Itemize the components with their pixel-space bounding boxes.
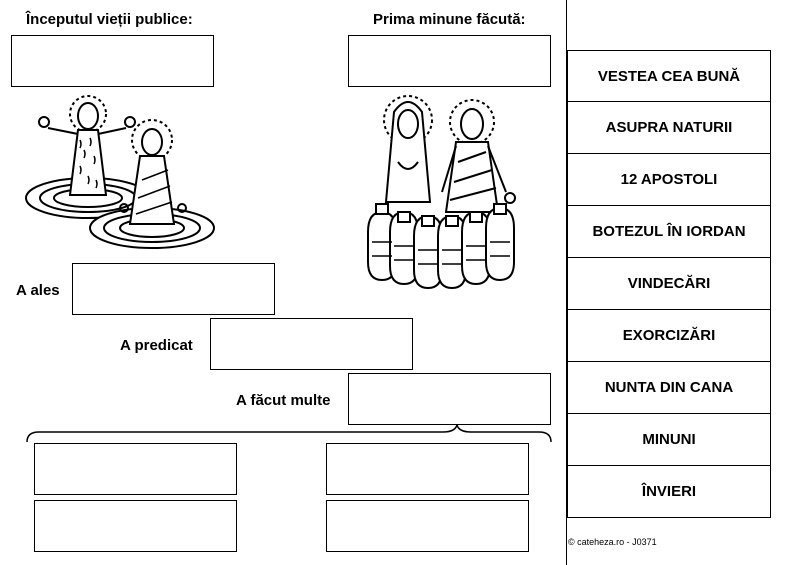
card-8[interactable]: MINUNI	[567, 414, 771, 466]
wedding-at-cana-illustration	[367, 95, 516, 290]
card-4[interactable]: BOTEZUL ÎN IORDAN	[567, 206, 771, 258]
chose-answer-box[interactable]	[72, 263, 275, 315]
card-7[interactable]: NUNTA DIN CANA	[567, 362, 771, 414]
card-6[interactable]: EXORCIZĂRI	[567, 310, 771, 362]
card-2[interactable]: ASUPRA NATURII	[567, 102, 771, 154]
answer-cards: VESTEA CEA BUNĂ ASUPRA NATURII 12 APOSTO…	[567, 50, 771, 518]
did-many-answer-box[interactable]	[348, 373, 551, 425]
preached-answer-box[interactable]	[210, 318, 413, 370]
first-miracle-answer-box[interactable]	[348, 35, 551, 87]
cut-line	[566, 0, 567, 565]
baptism-illustration	[25, 95, 215, 249]
miracle-type-box-4[interactable]	[326, 500, 529, 552]
miracle-type-box-1[interactable]	[34, 443, 237, 495]
chose-label: A ales	[16, 282, 60, 299]
preached-label: A predicat	[120, 337, 193, 354]
copyright-footer: © cateheza.ro - J0371	[568, 537, 657, 547]
public-life-start-label: Începutul vieții publice:	[26, 11, 193, 28]
did-many-label: A făcut multe	[236, 392, 331, 409]
card-3[interactable]: 12 APOSTOLI	[567, 154, 771, 206]
card-1[interactable]: VESTEA CEA BUNĂ	[567, 50, 771, 102]
first-miracle-label: Prima minune făcută:	[373, 11, 526, 28]
public-life-start-answer-box[interactable]	[11, 35, 214, 87]
miracle-type-box-3[interactable]	[34, 500, 237, 552]
card-9[interactable]: ÎNVIERI	[567, 466, 771, 518]
miracle-type-box-2[interactable]	[326, 443, 529, 495]
card-5[interactable]: VINDECĂRI	[567, 258, 771, 310]
curly-brace	[26, 424, 552, 443]
